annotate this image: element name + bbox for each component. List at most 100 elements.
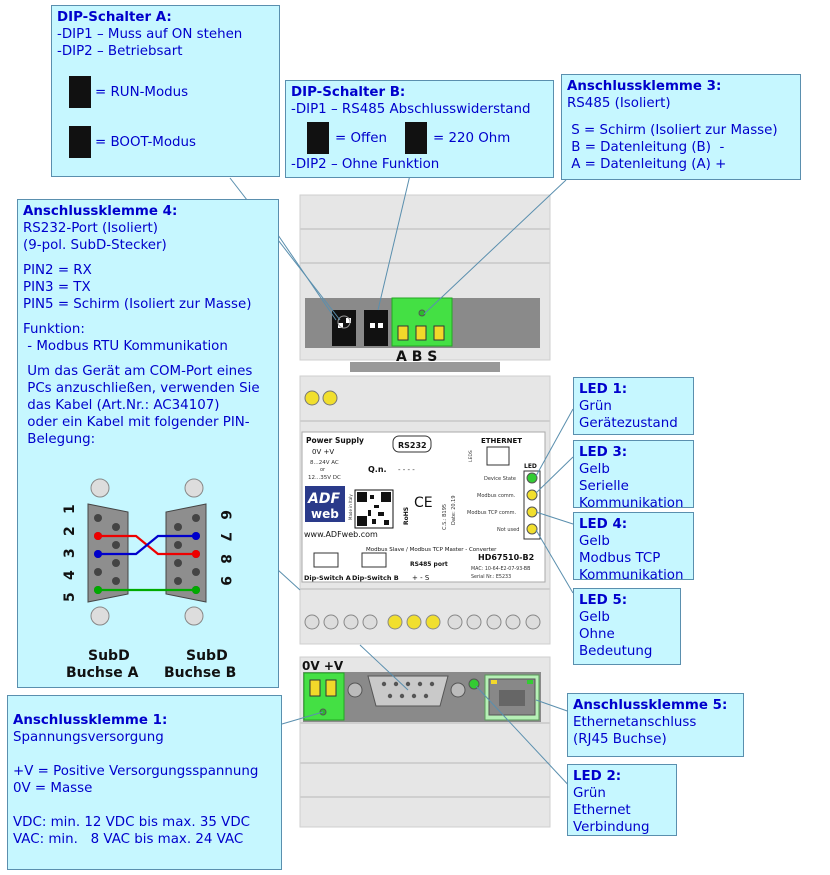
dip-b-device-label: Dip-Switch B [352,574,399,582]
led-3-modbus-comm [526,489,538,501]
power-supply-label: Power Supply [306,436,364,445]
led5-l1: Gelb [579,610,610,625]
term3-line3: B = Datenleitung (B) - [567,140,725,155]
term1-l1: Spannungsversorgung [13,730,164,745]
led2-title: LED 2: [573,769,622,784]
led-2-callout: LED 2: Grün Ethernet Verbindung [567,764,677,836]
dip-a-line2: -DIP2 – Betriebsart [57,44,183,59]
middle-module: Power Supply 0V +V 8...24V AC or 12...35… [299,375,551,645]
subd-b-label-2: Buchse B [164,665,236,681]
subd-wiring-diagram: 1 2 3 4 5 6 7 8 9 SubD Buchse A SubD Buc… [62,478,236,681]
adfweb-url: www.ADFweb.com [304,530,378,539]
ac-range: 8...24V AC [310,460,339,466]
term4-l4: PIN3 = TX [23,280,91,295]
term4-l5: PIN5 = Schirm (Isoliert zur Masse) [23,297,252,312]
terminal-4-callout: Anschlussklemme 4: RS232-Port (Isoliert)… [17,199,279,688]
term5-l1: Ethernetanschluss [573,715,697,730]
pin-label-3: 3 [62,548,78,558]
dip-a-line1: -DIP1 – Muss auf ON stehen [57,27,243,42]
term3-line2: S = Schirm (Isoliert zur Masse) [567,123,778,138]
term1-l5: VAC: min. 8 VAC bis max. 24 VAC [13,832,244,847]
ce-mark: CE [414,495,433,511]
qr-code [354,489,394,529]
pin-label-7: 7 [217,532,233,542]
dip-b-line1: -DIP1 – RS485 Abschlusswiderstand [291,102,531,117]
adf-text: ADF [307,491,340,507]
term4-l3: PIN2 = RX [23,263,92,278]
rs485-port-pins: + - S [412,574,430,582]
pin-label-4: 4 [62,570,78,580]
term1-title: Anschlussklemme 1: [13,713,168,728]
term4-l7: - Modbus RTU Kommunikation [23,339,228,354]
led2-l3: Verbindung [573,820,650,835]
led3-title: LED 3: [579,445,628,460]
pin-label-5: 5 [62,592,78,602]
led-3-callout: LED 3: Gelb Serielle Kommunikation [573,440,694,511]
date-code: Date: 20.19 [451,495,457,525]
term4-l11: oder ein Kabel mit folgender PIN- [23,415,250,430]
device-mac: MAC: 10-64-E2-07-93-BB [471,566,530,572]
dip-switch-a-callout: DIP-Schalter A: -DIP1 – Muss auf ON steh… [51,5,280,177]
front-dot-row [304,614,541,630]
ov-v-label: 0V +V [312,448,334,456]
term4-l1: RS232-Port (Isoliert) [23,221,158,236]
pin-label-2: 2 [62,526,78,536]
not-used-label: Not used [497,527,519,533]
qn-label: Q.n. [368,465,387,474]
device-model: HD67510-B2 [478,553,534,562]
led3-l3: Kommunikation [579,496,684,511]
led1-l2: Gerätezustand [579,416,678,431]
led-5-callout: LED 5: Gelb Ohne Bedeutung [573,588,681,665]
led5-l2: Ohne [579,627,615,642]
adfweb-logo [305,486,345,522]
subd-a-label-2: Buchse A [66,665,139,681]
term4-l12: Belegung: [23,432,96,447]
leds-label: LEDS [468,450,474,462]
term5-title: Anschlussklemme 5: [573,698,728,713]
dip-a-title: DIP-Schalter A: [57,10,172,25]
dc-range: 12...35V DC [308,475,341,481]
term3-title: Anschlussklemme 3: [567,79,722,94]
led4-l1: Gelb [579,534,610,549]
abs-label: A B S [396,349,437,365]
term4-l10: das Kabel (Art.Nr.: AC34107) [23,398,220,413]
bottom-module: 0V +V [299,656,551,828]
dip-b-open-icon [307,122,329,154]
terminal-1-callout: Anschlussklemme 1: Spannungsversorgung +… [7,695,282,870]
modbus-comm-label: Modbus comm. [477,493,516,499]
device-serial: Serial Nr.: E5233 [471,574,511,580]
term3-line1: RS485 (Isoliert) [567,96,671,111]
term4-title: Anschlussklemme 4: [23,204,178,219]
dip-a-run-icon [69,76,91,108]
terminal-3-callout: Anschlussklemme 3: RS485 (Isoliert) S = … [561,74,801,180]
device-state-label: Device State [484,476,516,482]
rs485-port-label: RS485 port [410,561,448,568]
led1-title: LED 1: [579,382,628,397]
dip-a-device-label: Dip-Switch A [304,574,351,582]
pin-label-8: 8 [217,554,233,564]
rs232-subd-connector[interactable] [367,675,449,707]
device-subtitle: Modbus Slave / Modbus TCP Master - Conve… [366,547,497,553]
rj45-socket[interactable] [484,674,540,721]
dip-b-ohm-icon [404,122,427,154]
dip-b-line2: -DIP2 – Ohne Funktion [291,157,440,172]
led-label: LED [524,463,537,470]
dip-b-title: DIP-Schalter B: [291,85,406,100]
led-4-modbus-tcp [526,506,538,518]
led4-l2: Modbus TCP [579,551,661,566]
led5-l3: Bedeutung [579,644,653,659]
term1-l2: +V = Positive Versorgungsspannung [13,764,259,779]
made-in-text: Made in Italy [348,494,353,520]
term4-l2: (9-pol. SubD-Stecker) [23,238,167,253]
term5-l2: (RJ45 Buchse) [573,732,667,747]
dip-a-run-text: = RUN-Modus [95,84,189,100]
top-module: A B S [299,194,551,365]
term3-line4: A = Datenleitung (A) + [567,157,727,172]
led4-title: LED 4: [579,517,628,532]
led-4-callout: LED 4: Gelb Modbus TCP Kommunikation [573,512,694,583]
device-dip-b[interactable] [364,310,388,346]
ethernet-label: ETHERNET [481,437,522,445]
term4-l8: Um das Gerät am COM-Port eines [23,364,253,379]
device-dip-a[interactable] [332,310,356,346]
dip-a-boot-icon [69,126,91,158]
